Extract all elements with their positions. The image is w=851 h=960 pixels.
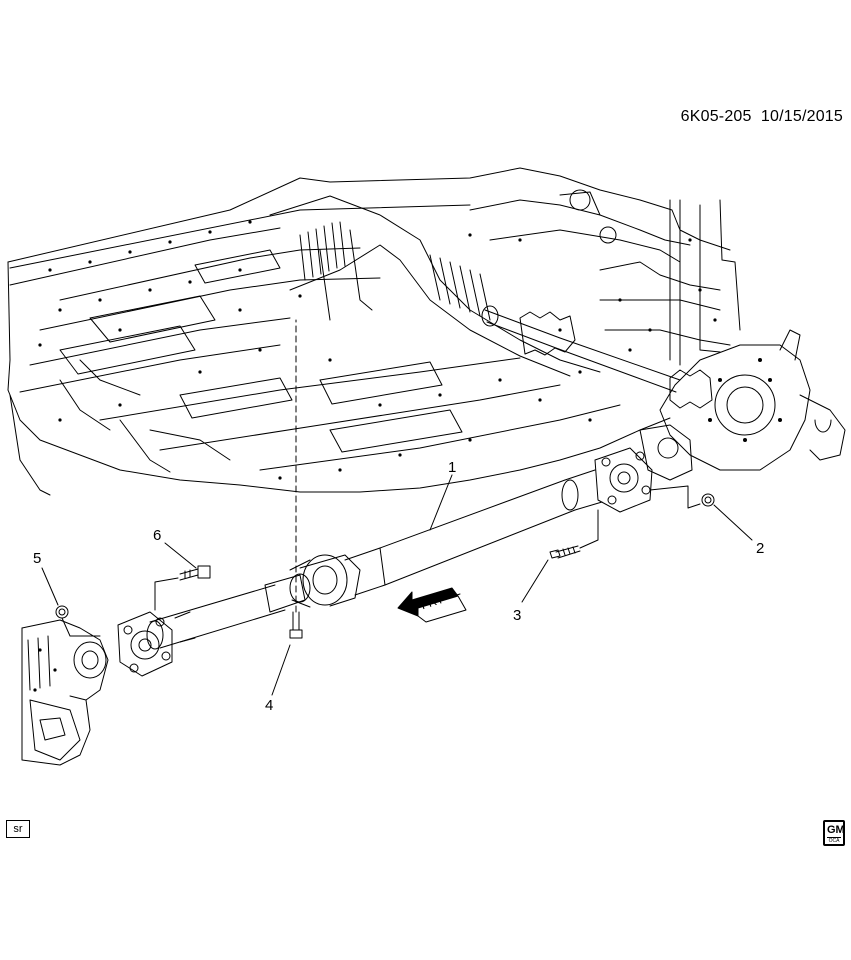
callout-2: 2 <box>756 540 764 557</box>
diagram-header: 6K05-205 10/15/2015 <box>681 108 843 126</box>
nut-front-coupling <box>55 605 101 637</box>
leader-lines <box>41 474 753 696</box>
diagram-date: 10/15/2015 <box>760 108 843 125</box>
sr-label: sr <box>6 820 30 838</box>
callout-6: 6 <box>153 527 161 544</box>
callout-3: 3 <box>513 607 521 624</box>
gm-logo-icon: GM OCA <box>823 820 845 846</box>
frt-label: FRT <box>419 592 446 613</box>
propeller-shaft <box>117 447 653 677</box>
callout-1: 1 <box>448 459 456 476</box>
vehicle-underbody <box>7 167 741 496</box>
gm-logo-sub: OCA <box>828 838 840 844</box>
front-direction-arrow-icon <box>397 587 467 623</box>
bolt-front-coupling <box>154 565 211 611</box>
bolt-center-bearing <box>289 319 303 639</box>
gm-logo-letters: GM <box>827 824 845 838</box>
rear-differential <box>481 305 846 481</box>
diagram-code: 6K05-205 <box>680 108 752 125</box>
callout-4: 4 <box>265 697 273 714</box>
transmission-output <box>21 619 109 766</box>
nut-rear-coupling <box>649 485 715 509</box>
callout-5: 5 <box>33 550 41 567</box>
bolt-rear-coupling <box>549 509 599 559</box>
